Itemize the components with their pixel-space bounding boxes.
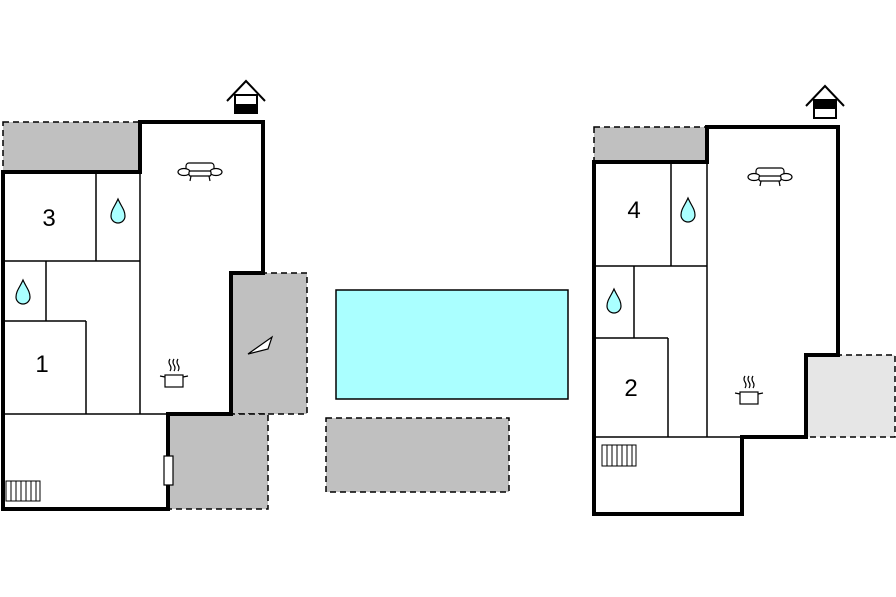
radiator-icon <box>601 444 637 467</box>
room-number-1: 1 <box>35 351 48 378</box>
pool <box>335 289 569 400</box>
right-top-terrace <box>593 126 708 163</box>
left-outer-wall <box>1 120 265 511</box>
room-number-4: 4 <box>627 197 640 224</box>
water-drop-icon <box>110 197 126 224</box>
right-house: 4 2 <box>592 84 896 516</box>
cooking-pot-icon <box>734 375 764 405</box>
entrance-icon <box>226 79 266 114</box>
entrance-icon <box>805 84 845 119</box>
water-drop-icon <box>15 278 31 305</box>
right-outer-wall <box>592 125 840 516</box>
water-drop-icon <box>680 196 696 223</box>
sofa-icon <box>177 162 223 182</box>
center-terrace <box>325 417 510 493</box>
room-number-3: 3 <box>42 205 55 232</box>
left-top-terrace <box>2 121 141 173</box>
left-bottom-terrace <box>168 413 269 510</box>
sofa-icon <box>747 167 793 187</box>
fireplace-icon <box>247 335 274 355</box>
door-icon <box>163 455 174 486</box>
right-side-terrace <box>805 354 896 438</box>
radiator-icon <box>5 480 41 502</box>
cooking-pot-icon <box>159 358 189 388</box>
left-house: 3 1 <box>1 79 308 511</box>
right-interior-walls <box>594 127 742 438</box>
water-drop-icon <box>606 287 622 314</box>
room-number-2: 2 <box>624 375 637 402</box>
